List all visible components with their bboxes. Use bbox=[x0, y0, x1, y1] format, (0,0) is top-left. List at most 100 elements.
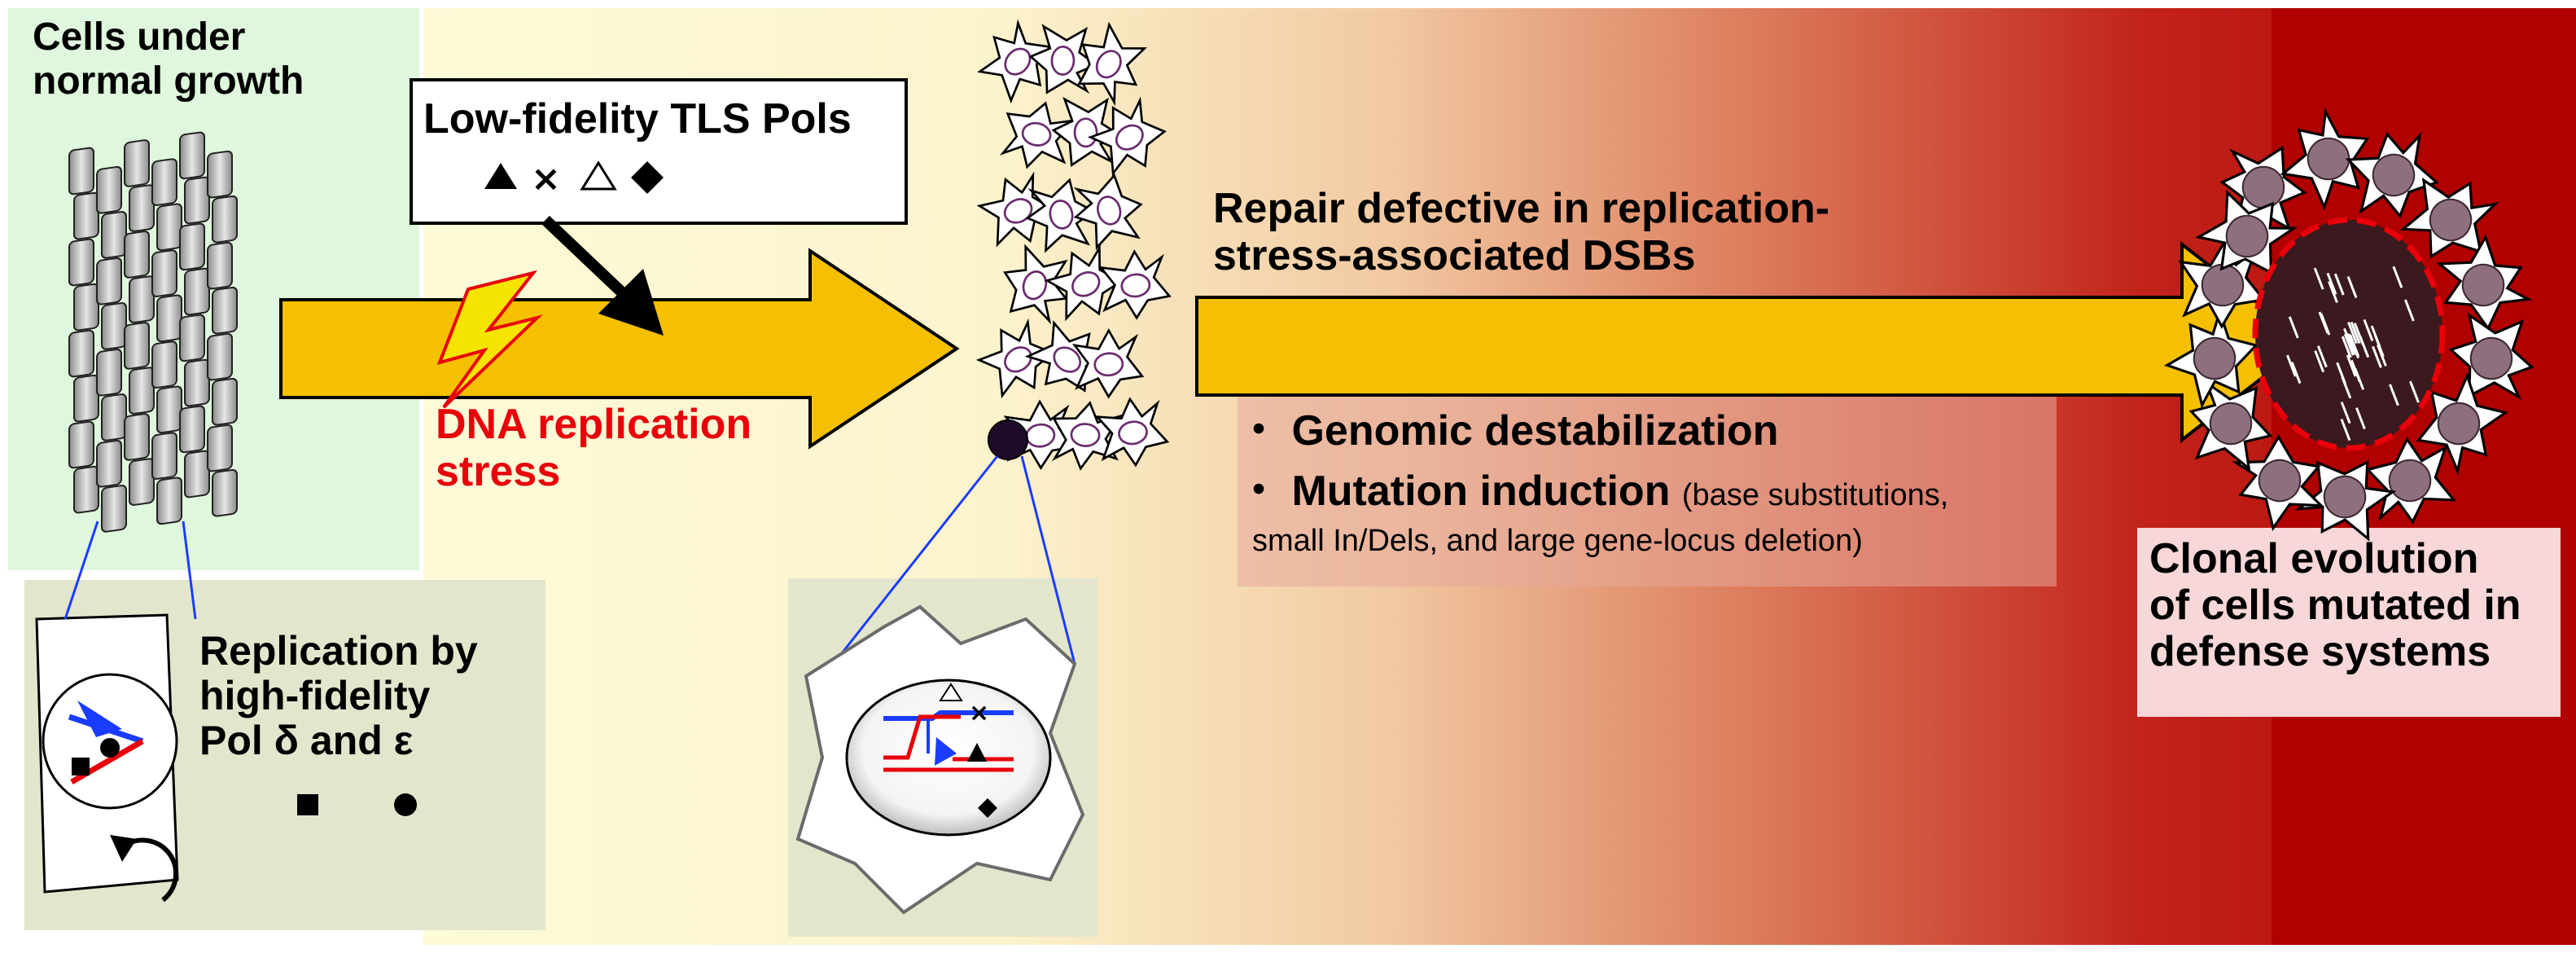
mutated-cell-mark bbox=[2316, 345, 2328, 368]
sheet-cell bbox=[156, 293, 183, 343]
high-fidelity-label: Replication by high-fidelity Pol δ and ε bbox=[199, 629, 478, 763]
sheet-cell bbox=[72, 465, 100, 515]
sheet-cell bbox=[206, 423, 234, 473]
magnified-cell: × bbox=[795, 604, 1085, 915]
stress-line1: DNA replication bbox=[436, 401, 752, 448]
sheet-cell bbox=[68, 146, 95, 196]
sheet-cell bbox=[178, 313, 206, 363]
repair-line2: stress-associated DSBs bbox=[1213, 232, 1696, 279]
sheet-cell bbox=[68, 328, 95, 379]
mutated-cell-mark bbox=[2328, 280, 2338, 303]
sheet-cell bbox=[211, 286, 239, 336]
sheet-cell bbox=[178, 404, 206, 455]
sheet-cell bbox=[151, 248, 178, 298]
mutated-cell-mark bbox=[2346, 276, 2358, 299]
sheet-cell bbox=[68, 420, 95, 470]
normal-growth-line2: normal growth bbox=[33, 59, 304, 103]
sheet-cell bbox=[100, 484, 128, 534]
clonal-line1: Clonal evolution bbox=[2149, 535, 2479, 582]
sheet-cell bbox=[128, 275, 156, 324]
sheet-cell bbox=[100, 210, 128, 260]
sheet-cell bbox=[123, 138, 151, 188]
magnified-slab bbox=[35, 613, 179, 894]
high-fidelity-line2: high-fidelity bbox=[199, 673, 431, 718]
tls-pols-box bbox=[410, 78, 908, 225]
normal-growth-label: Cells under normal growth bbox=[33, 18, 304, 101]
stress-label: DNA replication stress bbox=[436, 403, 751, 493]
tls-pols-title: Low-fidelity TLS Pols bbox=[423, 95, 852, 143]
sheet-cell bbox=[100, 301, 128, 351]
mutated-cell-mark bbox=[2350, 359, 2361, 382]
down-arrow-icon bbox=[541, 215, 664, 336]
sheet-cell bbox=[151, 340, 178, 389]
tls-symbols: × bbox=[484, 158, 664, 200]
sheet-cell bbox=[206, 149, 234, 200]
outcome-bullet-2-main: ・ Mutation induction bbox=[1238, 468, 1671, 515]
sheet-cell bbox=[95, 257, 123, 306]
sheet-cell bbox=[206, 332, 234, 382]
mutated-cell-mark bbox=[2403, 299, 2415, 322]
mutated-cell-mark bbox=[2286, 354, 2297, 377]
svg-text:×: × bbox=[969, 699, 989, 727]
mutated-cell-mark bbox=[2333, 273, 2345, 296]
sheet-cell bbox=[95, 348, 123, 398]
sheet-cell bbox=[206, 240, 234, 291]
mutated-core bbox=[2252, 217, 2446, 451]
sheet-cell bbox=[183, 175, 211, 226]
clonal-line2: of cells mutated in bbox=[2149, 582, 2521, 630]
sheet-cell bbox=[156, 202, 183, 252]
mutated-cell-mark bbox=[2372, 345, 2382, 368]
mutated-cell-mark bbox=[2353, 323, 2364, 345]
mutated-cell-mark bbox=[2340, 402, 2351, 424]
clonal-label: Clonal evolution of cells mutated in def… bbox=[2149, 535, 2521, 676]
sheet-cell bbox=[72, 283, 100, 332]
outcome-bullet-2-sub: (base substitutions, bbox=[1681, 478, 1949, 512]
mutated-cell-mark bbox=[2343, 327, 2354, 350]
mutated-cell-mark bbox=[2326, 272, 2337, 295]
mutated-cell-mark bbox=[2347, 321, 2358, 345]
sheet-cell bbox=[128, 183, 156, 233]
outcome-bullet-2-sub2: small In/Dels, and large gene-locus dele… bbox=[1252, 524, 1863, 558]
sheet-cell bbox=[95, 165, 123, 215]
mutated-cell-mark bbox=[2363, 318, 2374, 341]
sheet-cell bbox=[123, 321, 151, 371]
sheet-cell bbox=[178, 222, 206, 272]
clonal-label-box bbox=[2137, 528, 2561, 717]
stress-line2: stress bbox=[436, 448, 561, 495]
mutated-cell-mark bbox=[2314, 350, 2325, 373]
mutated-cell-mark bbox=[2341, 336, 2352, 358]
repair-label: Repair defective in replication- stress-… bbox=[1213, 187, 1829, 277]
high-fidelity-line3: Pol δ and ε bbox=[199, 718, 414, 763]
pol-delta-square-icon bbox=[297, 794, 318, 815]
cycle-arrow-icon bbox=[110, 835, 178, 903]
sheet-cell bbox=[211, 195, 239, 244]
pol-epsilon-circle-icon bbox=[394, 793, 417, 816]
sheet-cell bbox=[100, 393, 128, 442]
mutated-cell-mark bbox=[2347, 333, 2359, 356]
sheet-cell bbox=[128, 366, 156, 415]
sheet-cell bbox=[178, 130, 206, 181]
mutated-cell-mark bbox=[2341, 376, 2352, 399]
sheet-cell bbox=[211, 468, 239, 518]
mutated-cell-mark bbox=[2409, 380, 2420, 403]
sheet-cell bbox=[156, 476, 183, 525]
mutated-cell-mark bbox=[2340, 419, 2351, 441]
mutated-cell-mark bbox=[2313, 267, 2324, 290]
sheet-cell bbox=[183, 266, 211, 317]
sheet-cell bbox=[72, 374, 100, 424]
outcome-bullet-1: ・ Genomic destabilization bbox=[1238, 407, 1779, 455]
repair-line1: Repair defective in replication- bbox=[1213, 185, 1830, 232]
sheet-cell bbox=[183, 449, 211, 499]
sheet-cell bbox=[123, 412, 151, 462]
outcome-bullet-2: ・ Mutation induction (base substitutions… bbox=[1238, 470, 1948, 512]
clonal-cell-cluster bbox=[2155, 101, 2540, 553]
mutated-cell-mark bbox=[2318, 311, 2329, 334]
mutated-cell-mark bbox=[2389, 384, 2399, 406]
clonal-line3: defense systems bbox=[2149, 628, 2491, 676]
high-fidelity-line1: Replication by bbox=[199, 628, 478, 674]
mutated-cell-mark bbox=[2350, 321, 2361, 344]
sheet-cell bbox=[95, 439, 123, 489]
mutated-cell-mark bbox=[2373, 335, 2385, 358]
mutated-cell-mark bbox=[2392, 266, 2403, 288]
